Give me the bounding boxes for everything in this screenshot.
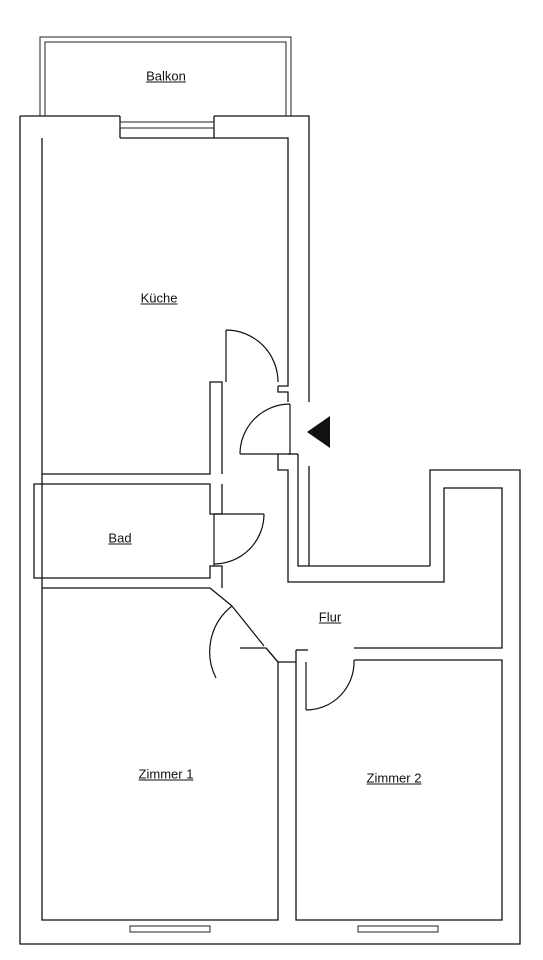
window-zimmer-2 xyxy=(357,925,439,933)
entrance-arrow-icon xyxy=(307,416,330,448)
door-zimmer-2 xyxy=(305,659,355,711)
room-label-zimmer-1: Zimmer 1 xyxy=(138,766,194,782)
room-label-zimmer-2: Zimmer 2 xyxy=(366,770,422,786)
window-balcony xyxy=(119,121,215,129)
door-kueche xyxy=(225,329,279,383)
door-entrance xyxy=(239,403,291,455)
windows xyxy=(119,121,439,933)
doors xyxy=(209,329,355,711)
balcony xyxy=(39,36,292,116)
window-zimmer-1 xyxy=(129,925,211,933)
room-label-balkon: Balkon xyxy=(146,68,186,84)
room-label-bad: Bad xyxy=(108,530,132,546)
door-zimmer-1 xyxy=(209,605,265,679)
room-label-flur: Flur xyxy=(318,609,342,625)
room-label-kueche: Küche xyxy=(140,290,178,306)
outer-walls xyxy=(19,115,521,945)
door-bad xyxy=(213,513,265,566)
